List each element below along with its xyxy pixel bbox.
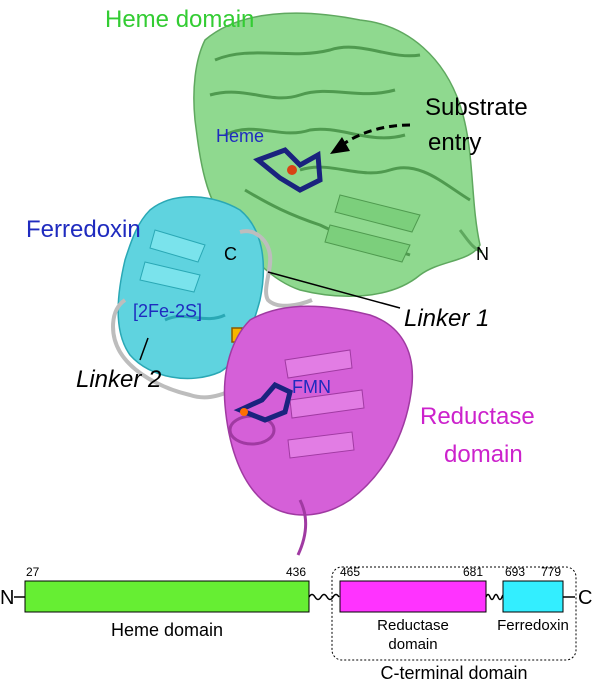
reductase-end-residue: 681 [463,565,483,579]
heme-domain-cartoon [193,12,483,297]
n-terminus-label: N [476,244,489,264]
linker2-label: Linker 2 [76,366,162,393]
heme-domain-schematic-label: Heme domain [111,620,223,640]
heme-domain-box [24,580,310,613]
protein-structure [111,12,483,556]
reductase-domain-box [339,580,487,613]
fe2s-label: [2Fe-2S] [133,301,203,321]
heme-domain-label: Heme domain [105,6,255,33]
domain-schematic: N C 27 436 465 681 693 779 Heme domain R… [0,565,592,683]
reductase-start-residue: 465 [340,565,360,579]
c-terminus-label: C [224,244,237,264]
fmn-ligand [233,381,293,423]
substrate-entry-label-line1: Substrate [425,94,528,121]
ferredoxin-box [502,580,564,613]
ferredoxin-schematic-label: Ferredoxin [497,617,569,634]
fmn-label: FMN [292,377,331,397]
heme-ligand [253,147,323,193]
linker1-label: Linker 1 [404,305,490,332]
substrate-entry-arrow [330,123,411,154]
schematic-c-end: C [578,587,592,609]
c-terminal-domain-box [331,566,577,661]
ferredoxin-label: Ferredoxin [26,216,141,243]
reductase-schematic-label-line1: Reductase [377,617,449,634]
ferredoxin-start-residue: 693 [505,565,525,579]
schematic-n-end: N [0,587,14,609]
ferredoxin-cartoon [117,196,265,380]
linkers [111,229,313,400]
linker1-squiggle [308,593,340,601]
substrate-entry-label-line2: entry [428,129,482,156]
heme-start-residue: 27 [26,565,40,579]
reductase-domain-label-line1: Reductase [420,403,535,430]
heme-end-residue: 436 [286,565,306,579]
reductase-domain-cartoon [223,305,414,556]
reductase-schematic-label-line2: domain [388,636,437,653]
ferredoxin-end-residue: 779 [541,565,561,579]
heme-label: Heme [216,126,265,146]
linker2-squiggle [485,593,507,601]
reductase-domain-label-line2: domain [444,441,523,468]
label-pointers [139,271,401,361]
c-terminal-domain-label: C-terminal domain [380,663,527,683]
